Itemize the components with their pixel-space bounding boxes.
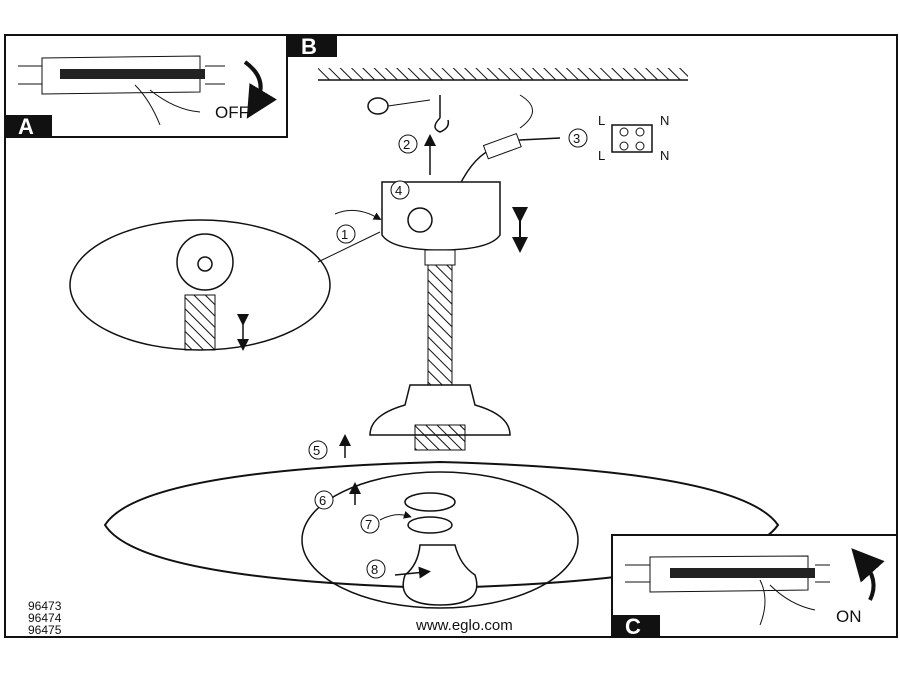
panel-b-label-box xyxy=(287,35,337,57)
light-bulb xyxy=(402,544,478,606)
outer-frame xyxy=(4,34,898,638)
step-2-label: 2 xyxy=(403,137,410,152)
terminal-n-top: N xyxy=(660,113,669,128)
step-6-label: 6 xyxy=(319,493,326,508)
terminal-n-bottom: N xyxy=(660,148,669,163)
step-5-label: 5 xyxy=(313,443,320,458)
terminal-block-diagram: L N L N xyxy=(598,113,669,163)
hand-icon xyxy=(134,84,201,126)
website-link[interactable]: www.eglo.com xyxy=(415,617,513,634)
lamp-holder-cup xyxy=(369,384,511,436)
rotate-down-arrow-icon xyxy=(243,60,277,119)
breaker-panel-icon xyxy=(18,55,225,95)
terminal-l-bottom: L xyxy=(598,148,605,163)
hook-icon xyxy=(434,117,450,133)
ceiling-hatch xyxy=(318,68,688,80)
socket xyxy=(414,424,466,451)
panel-a-label-box xyxy=(5,115,52,137)
step-7-label: 7 xyxy=(365,517,372,532)
hand-icon xyxy=(759,579,816,626)
panel-b-letter: B xyxy=(301,34,317,59)
panel-a-letter: A xyxy=(18,114,34,139)
panel-c-label-box xyxy=(612,615,660,637)
terminal-l-top: L xyxy=(598,113,605,128)
step-1-label: 1 xyxy=(341,227,348,242)
panel-c-letter: C xyxy=(625,614,641,639)
detail-callout xyxy=(69,219,381,351)
step-4-label: 4 xyxy=(395,183,402,198)
screw-icon xyxy=(367,97,389,115)
connector-block-icon xyxy=(482,132,522,160)
shade-detail-circle xyxy=(301,471,579,609)
panel-a-switch-off: A OFF xyxy=(4,34,288,139)
model-number: 96474 xyxy=(28,611,62,625)
model-number: 96473 xyxy=(28,599,62,613)
panel-c-switch-on: C ON xyxy=(611,534,898,639)
off-label: OFF xyxy=(215,103,249,122)
flexible-stem xyxy=(427,264,453,386)
step-8-label: 8 xyxy=(371,562,378,577)
step-3-label: 3 xyxy=(573,131,580,146)
breaker-panel-icon xyxy=(625,555,830,593)
rotate-up-arrow-icon xyxy=(851,548,885,601)
shade-ring xyxy=(404,492,456,512)
socket-ring xyxy=(407,516,453,534)
on-label: ON xyxy=(836,607,862,626)
canopy-screw-icon xyxy=(407,207,433,233)
lamp-shade xyxy=(103,460,780,590)
model-number: 96475 xyxy=(28,623,62,637)
